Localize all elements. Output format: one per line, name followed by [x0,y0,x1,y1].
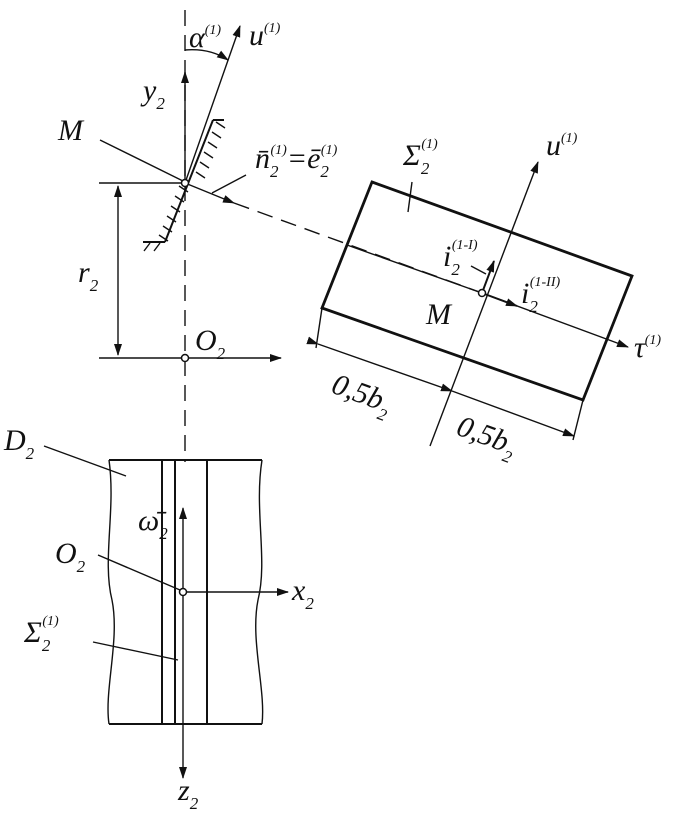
z2-label: z2 [177,774,199,813]
y2-label: y2 [140,74,165,113]
normal-line-dashed [233,202,483,294]
O2-bottom-leader [97,554,181,591]
u-top-label: u(1) [249,19,281,52]
sigma-top-label: Σ2(1) [402,137,438,178]
dim-line-right [451,390,575,437]
O2-bottom-label: O2 [55,537,86,576]
D2-label: D2 [3,424,35,463]
hatching [143,121,226,252]
O2-top-label: O2 [195,324,226,363]
tau-label: τ(1) [634,331,661,364]
r2-label: r2 [78,256,99,295]
point-M-left [180,178,190,188]
normal-eq-label: n̄2(1)=ē2(1) [255,142,338,181]
i-vector-1 [481,260,495,294]
dim-line-left [306,336,453,392]
dim-extension-right [572,399,584,441]
dim-right-label: 0,5b2 [451,410,522,468]
i-vector-2 [481,292,518,307]
tooth-profile-line [164,119,214,243]
u-right-label: u(1) [546,129,578,162]
D2-leader [43,445,127,477]
M-leader-left [99,139,184,182]
disk-left-break [107,459,115,725]
dim-extension-left [315,307,323,349]
u-axis-top [184,25,241,184]
point-M-right [477,288,487,298]
point-O2-top [180,353,190,363]
sigma-bottom-label: Σ2(1) [23,614,59,655]
i1-leader [470,265,487,275]
point-O2-bottom [178,587,188,597]
sigma-top-leader [407,181,413,213]
i2-label: i2(1-II) [521,275,560,316]
alpha-angle-arc [184,49,229,61]
alpha-label: α(1) [189,21,221,54]
n-leader [211,174,247,194]
M-left-label: M [57,114,85,147]
dim-left-label: 0,5b2 [326,368,397,426]
i1-label: i2(1-I) [443,238,478,279]
rectangle-midline [346,244,483,294]
omega-label: ω̄2 [138,504,168,543]
u-axis-right [429,161,539,447]
normal-vector-n [184,182,235,204]
M-right-label: M [425,298,453,331]
sigma-bottom-leader [92,641,179,661]
x2-label: x2 [291,574,314,613]
disk-right-break [255,459,264,725]
